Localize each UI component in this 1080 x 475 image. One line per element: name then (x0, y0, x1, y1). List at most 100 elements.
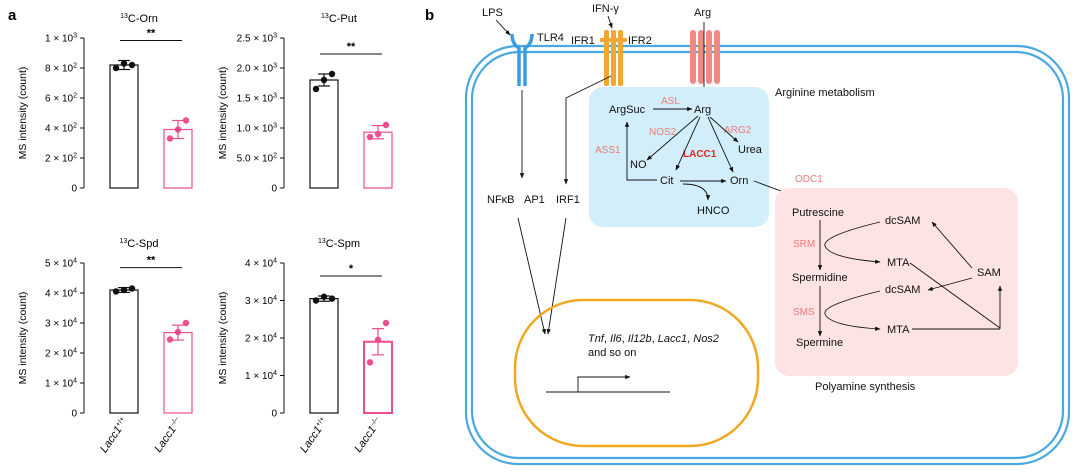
urea-label: Urea (738, 144, 763, 156)
no-label: NO (630, 159, 647, 171)
category-name: Lacc1 (98, 424, 125, 455)
y-tick-exponent: 4 (273, 370, 277, 377)
gene-separator: , (604, 333, 610, 345)
arg2-enzyme-label: ARG2 (724, 125, 752, 136)
nucleus (513, 298, 760, 448)
data-point (374, 336, 382, 344)
y-tick-mantissa: 1.5 × 10 (237, 94, 274, 105)
y-tick-mantissa: 1 × 10 (45, 34, 74, 45)
dcsam-to-mta-top-arrow (824, 221, 881, 264)
mta-top-label: MTA (887, 257, 910, 269)
y-tick-exponent: 3 (73, 33, 77, 40)
irf1-to-nucleus-arrow (546, 217, 567, 335)
data-point (382, 121, 390, 129)
panel-b-label: b (425, 7, 434, 24)
nos2-enzyme-label: NOS2 (649, 127, 677, 138)
data-point (366, 133, 374, 141)
sam-to-dcsam-top-arrow (931, 221, 973, 269)
cit-label: Cit (660, 175, 673, 187)
pathway-diagram: LPS IFN-γ Arg TLR4 IFR1 IFR2 NFκB AP1 IR… (464, 3, 1071, 466)
dcsam-to-mta-bottom-arrow (824, 290, 881, 331)
y-tick-exponent: 4 (73, 378, 77, 385)
y-tick-exponent: 4 (73, 348, 77, 355)
y-tick-label: 5 × 104 (45, 258, 77, 270)
cell-membrane-outer (464, 44, 1071, 466)
y-tick-mantissa: 2 × 10 (45, 349, 74, 360)
data-point (120, 286, 128, 294)
data-point (366, 359, 374, 366)
y-tick-label: 2.5 × 103 (237, 33, 277, 45)
category-genotype: –/– (169, 416, 180, 428)
sam-to-dcsam-bottom-arrow (927, 277, 973, 291)
orn-label: Orn (730, 175, 748, 187)
data-point (112, 288, 120, 295)
y-tick-mantissa: 8 × 10 (45, 64, 74, 75)
y-tick-mantissa: 3 × 10 (245, 296, 274, 307)
y-tick-label: 1.0 × 103 (237, 123, 277, 135)
y-tick-mantissa: 1 × 10 (45, 379, 74, 390)
y-tick-exponent: 3 (273, 33, 277, 40)
chart-title: 13C-Spd (120, 238, 159, 250)
bar (163, 332, 193, 414)
y-tick-exponent: 4 (73, 288, 77, 295)
mta-bottom-label: MTA (887, 324, 910, 336)
arg-to-orn-arrow (707, 116, 734, 173)
y-tick-mantissa: 5.0 × 10 (237, 154, 274, 165)
significance-label: ** (347, 41, 356, 53)
y-tick-label: 1 × 103 (45, 33, 77, 45)
y-tick-label: 2 × 102 (45, 153, 77, 165)
category-label: Lacc1–/– (352, 416, 384, 455)
y-tick-mantissa: 3 × 10 (45, 319, 74, 330)
data-point (320, 293, 328, 300)
y-tick-mantissa: 1 × 10 (245, 371, 274, 382)
significance-label: * (349, 263, 354, 275)
lps-label: LPS (482, 7, 503, 19)
chart-title-text: C-Spd (127, 238, 158, 250)
nfkb-to-nucleus-arrow (517, 217, 547, 335)
y-tick-exponent: 3 (273, 93, 277, 100)
chart-title: 13C-Spm (318, 238, 360, 250)
y-tick-mantissa: 1.0 × 10 (237, 124, 274, 135)
panel-a-label: a (8, 7, 17, 24)
category-name: Lacc1 (298, 424, 325, 455)
y-tick-mantissa: 6 × 10 (45, 94, 74, 105)
ifr2-label: IFR2 (628, 35, 652, 47)
target-genes-line: Tnf, Il6, Il12b, Lacc1, Nos2 (588, 333, 719, 345)
data-point (128, 285, 136, 292)
chart-title-text: C-Orn (128, 13, 158, 25)
sms-enzyme-label: SMS (793, 307, 815, 318)
y-tick-label: 1 × 104 (245, 370, 277, 382)
ap1-label: AP1 (524, 194, 545, 206)
transcription-start-arrow (577, 374, 631, 392)
arg-label: Arg (694, 104, 711, 116)
srm-enzyme-label: SRM (793, 239, 815, 250)
gene-name: Nos2 (693, 333, 719, 345)
y-tick-label: 1 × 104 (45, 378, 77, 390)
y-tick-mantissa: 2 × 10 (245, 334, 274, 345)
y-tick-mantissa: 4 × 10 (45, 289, 74, 300)
cit-to-argsuc-arrow (624, 121, 657, 181)
gene-separator: , (687, 333, 693, 345)
data-point (328, 70, 336, 78)
ifr-receptor-icon (600, 30, 627, 86)
category-genotype: –/– (369, 416, 380, 428)
y-tick-exponent: 4 (73, 318, 77, 325)
arg-to-no-arrow (646, 115, 699, 161)
y-tick-label: 2.0 × 103 (237, 63, 277, 75)
bar (363, 131, 393, 189)
y-tick-exponent: 4 (73, 258, 77, 265)
ifng-arrow (607, 15, 613, 29)
y-tick-label: 6 × 102 (45, 93, 77, 105)
y-axis-label: MS intensity (count) (17, 67, 29, 160)
dcsam-top-label: dcSAM (885, 215, 920, 227)
y-tick-label: 5.0 × 102 (237, 153, 277, 165)
y-tick-label: 2 × 104 (45, 348, 77, 360)
chart-title-superscript: 13 (120, 13, 128, 20)
gene-name: Lacc1 (658, 333, 687, 345)
chart-title-text: C-Put (329, 13, 357, 25)
